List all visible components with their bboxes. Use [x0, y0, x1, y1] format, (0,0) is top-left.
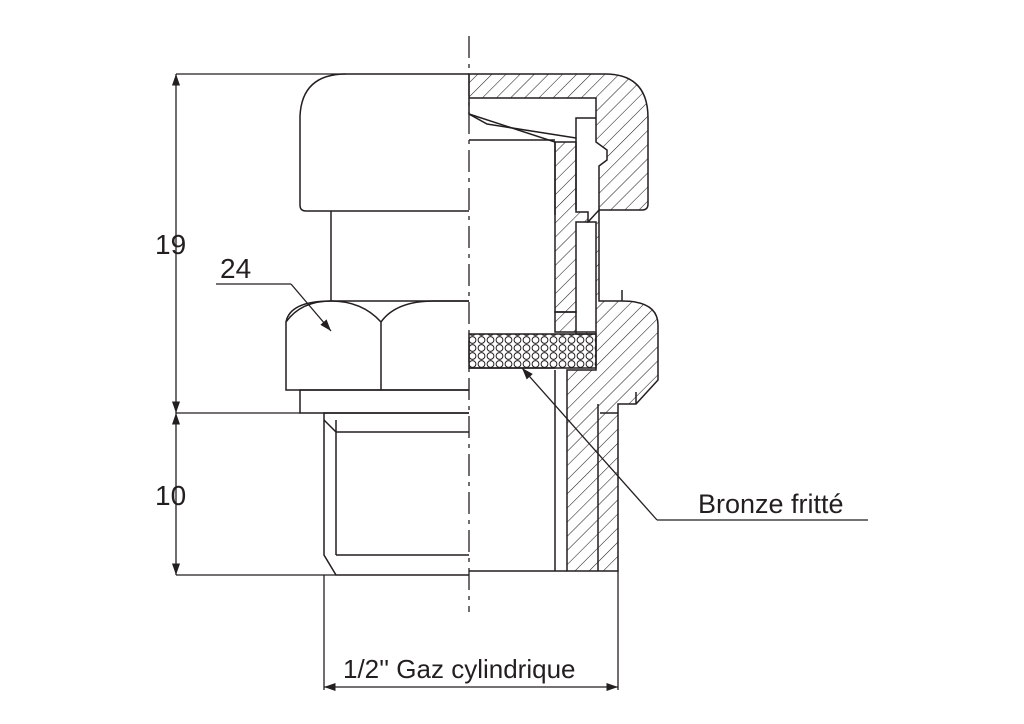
label-thread-length: 10 [155, 480, 186, 511]
dimension-total-height [171, 73, 346, 414]
label-thread-spec: 1/2'' Gaz cylindrique [343, 654, 576, 684]
cap-inner-ring [554, 141, 589, 313]
dimension-thread-diameter [323, 571, 619, 692]
dimension-thread-length [171, 413, 336, 576]
sintered-bronze-disc [468, 333, 597, 369]
cap-exterior [299, 73, 469, 212]
thread-body-exterior [323, 412, 469, 576]
label-total-height: 19 [155, 229, 186, 260]
dimension-hex-leader [216, 283, 332, 332]
bore-section [469, 367, 556, 571]
label-hex-size: 24 [220, 253, 251, 284]
label-material: Bronze fritté [698, 489, 844, 519]
body-section [469, 208, 659, 572]
material-leader [521, 367, 868, 521]
hex-nut-exterior [285, 300, 469, 391]
collar-exterior [299, 389, 469, 414]
